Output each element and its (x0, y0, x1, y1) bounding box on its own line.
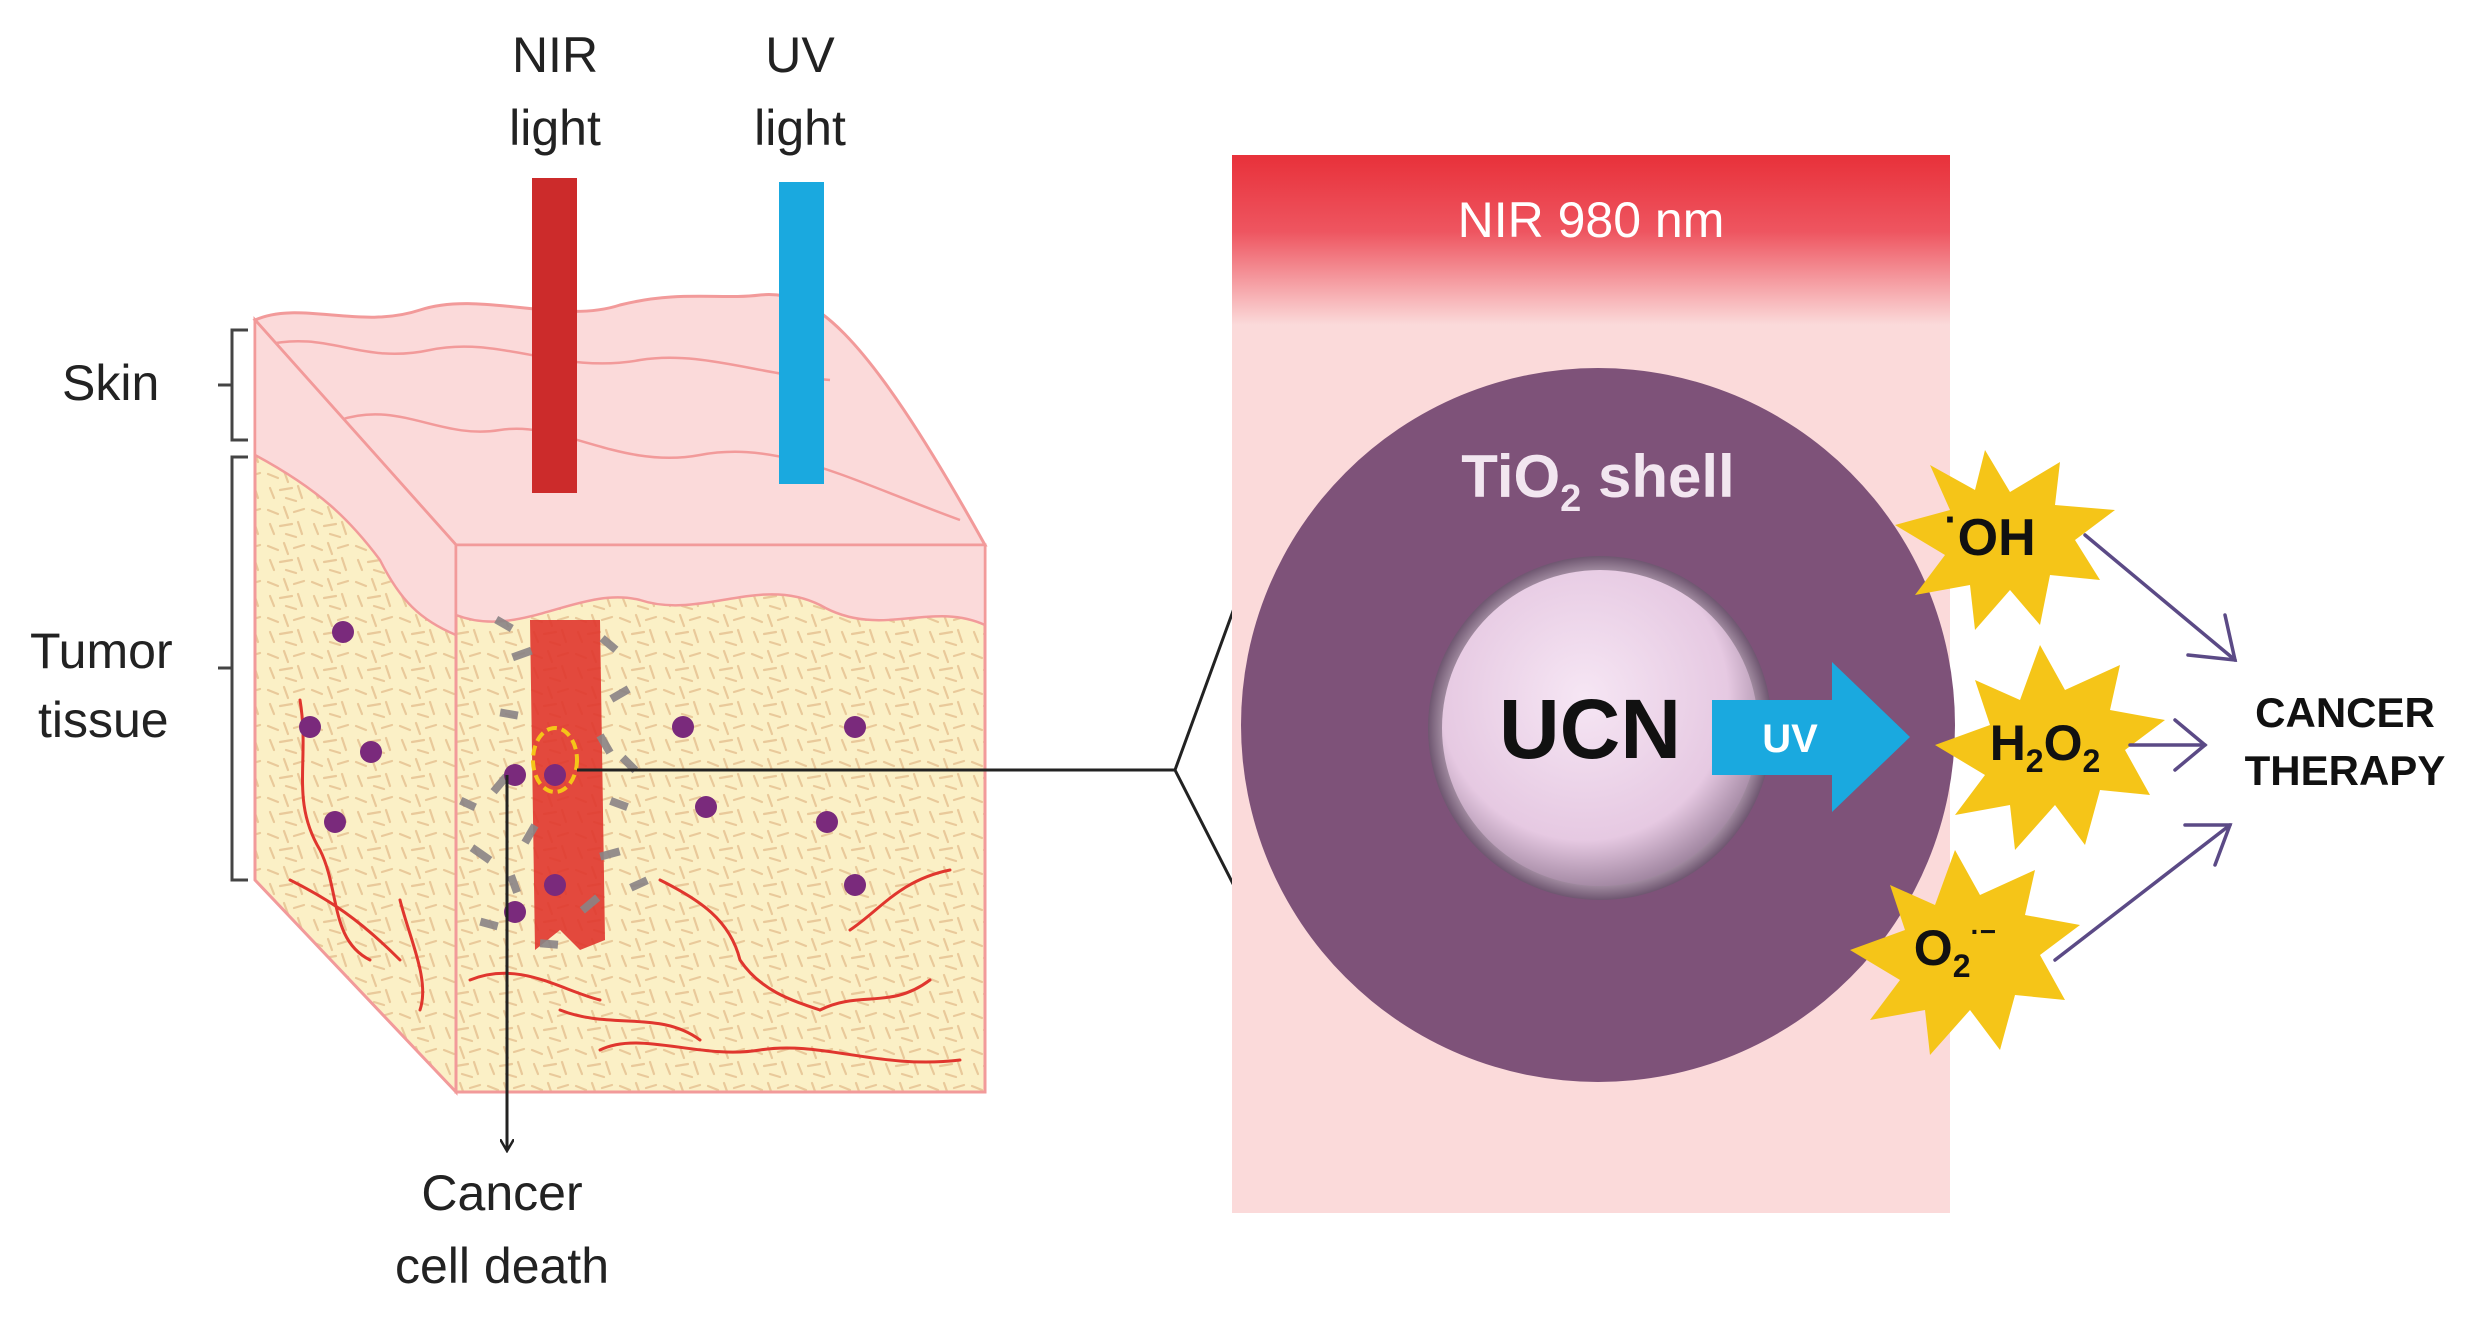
o2-sub: 2 (1953, 948, 1971, 984)
core-label: UCN (1499, 682, 1681, 776)
skin-bracket (218, 328, 248, 442)
h2o2-sub1: 2 (2026, 743, 2044, 779)
left-face-skin-layer (253, 316, 458, 637)
uv-light-beam (779, 182, 824, 484)
arrow-o2-head (2183, 823, 2233, 867)
h2o2-o: O (2044, 715, 2083, 771)
burst-o2: O2·− (1850, 850, 2080, 1055)
front-face-skin-layer (454, 543, 987, 627)
shell-label: TiO2 shell (1461, 443, 1734, 520)
nanoparticle-dots (299, 621, 866, 923)
shell-label-suffix: shell (1581, 443, 1734, 510)
arrow-o2-to-therapy (2053, 823, 2232, 962)
arrow-oh-head (2186, 613, 2238, 662)
burst-h2o2-shape (1935, 645, 2165, 850)
tumor-bracket (218, 455, 248, 882)
skin-surface-wave-2 (339, 413, 961, 522)
arrow-h2o2-head (2173, 718, 2208, 772)
oh-label: ·OH (1944, 498, 2035, 567)
tumor-label-line2: tissue (38, 692, 169, 748)
therapy-label-line1: CANCER (2255, 689, 2435, 736)
h2o2-sub2: 2 (2083, 743, 2101, 779)
nir-light-beam (532, 178, 577, 493)
blood-vessels (288, 698, 962, 1064)
cancer-death-label-line2: cell death (395, 1238, 609, 1294)
burst-o2-shape (1850, 850, 2080, 1055)
tumor-label-line1: Tumor (30, 623, 173, 679)
therapy-arrows (2053, 533, 2238, 962)
nir-band (1232, 155, 1950, 325)
skin-label: Skin (62, 355, 159, 411)
burst-oh: ·OH (1895, 450, 2115, 630)
uv-arrow (1712, 662, 1910, 812)
shell-label-sub: 2 (1560, 478, 1581, 520)
shell-label-prefix: TiO (1461, 443, 1560, 510)
nir-penetration-column (530, 620, 605, 950)
cancer-death-label-line1: Cancer (421, 1165, 582, 1221)
o2-sup: ·− (1971, 916, 1997, 947)
burst-h2o2: H2O2 (1935, 645, 2165, 850)
nir-light-label-line1: NIR (512, 27, 598, 83)
zoom-panel: NIR 980 nm TiO2 shell UCN UV (1232, 155, 1955, 1213)
uv-arrow-label: UV (1762, 717, 1818, 761)
oh-dot: · (1944, 498, 1957, 542)
nir-light-label-line2: light (509, 100, 601, 156)
uv-light-label-line1: UV (765, 27, 835, 83)
oh-text: OH (1958, 509, 2036, 567)
arrow-oh-to-therapy (2083, 533, 2237, 662)
burst-oh-shape (1895, 450, 2115, 630)
highlight-ring (531, 726, 579, 794)
ucn-core (1442, 570, 1758, 886)
o2-label: O2·− (1914, 916, 1996, 984)
o2-text: O (1914, 920, 1953, 976)
tissue-block (252, 293, 988, 1096)
h2o2-label: H2O2 (1990, 715, 2101, 779)
therapy-label-line2: THERAPY (2245, 747, 2446, 794)
uv-light-label-line2: light (754, 100, 846, 156)
nir-band-label: NIR 980 nm (1458, 192, 1725, 248)
h2o2-h: H (1990, 715, 2026, 771)
